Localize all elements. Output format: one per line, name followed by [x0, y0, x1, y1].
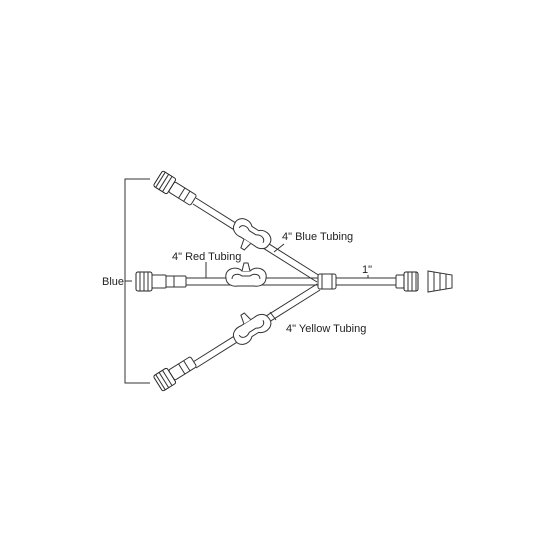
y-junction: [317, 273, 337, 290]
middle-branch: [135, 262, 318, 292]
upper-slide-clamp: [232, 218, 272, 251]
main-line: [336, 270, 453, 293]
yellow-tubing-label: 4" Yellow Tubing: [286, 323, 366, 335]
blue-tubing-leader: [273, 243, 285, 253]
blue-tubing-label: 4" Blue Tubing: [282, 231, 353, 243]
male-luer-connector: [395, 271, 419, 292]
lower-slide-clamp: [232, 312, 272, 345]
bracket-label: Blue: [102, 276, 124, 288]
upper-branch: [153, 170, 321, 283]
main-line-label: 1": [362, 264, 372, 276]
middle-slide-clamp: [225, 262, 267, 287]
middle-luer-connector: [135, 271, 187, 292]
protective-cap: [427, 270, 453, 293]
red-tubing-label: 4" Red Tubing: [172, 251, 241, 263]
lower-luer-connector: [153, 356, 197, 392]
upper-luer-connector: [153, 170, 197, 206]
lower-branch: [153, 283, 321, 392]
yellow-tubing-leader: [269, 311, 277, 321]
